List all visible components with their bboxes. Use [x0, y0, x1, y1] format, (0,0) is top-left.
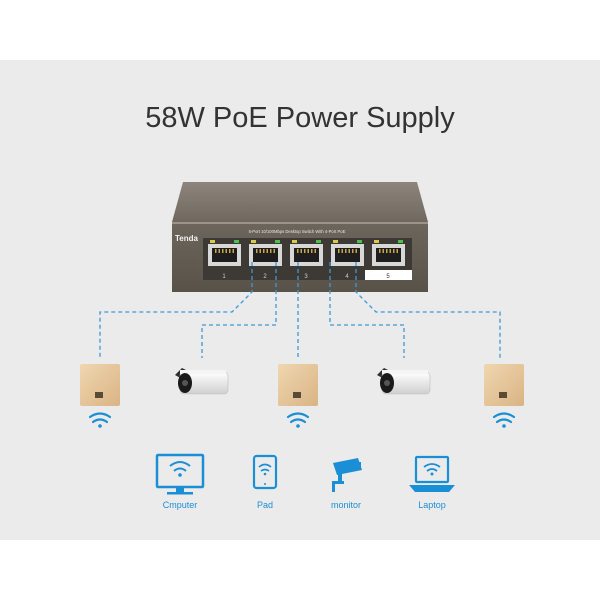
device-label-laptop: Laptop — [418, 500, 446, 510]
access-point-left — [80, 364, 120, 406]
cctv-camera-icon — [332, 458, 362, 492]
rj45-port — [290, 240, 323, 266]
device-label-monitor: monitor — [330, 500, 361, 510]
rj45-port — [208, 240, 241, 266]
connection-line — [99, 262, 253, 358]
access-point-center — [278, 364, 318, 406]
switch-top — [172, 182, 428, 222]
poe-connections — [99, 262, 501, 358]
access-point-right — [484, 364, 524, 406]
switch-brand: Tenda — [175, 234, 199, 243]
monitor-wifi-icon — [155, 453, 205, 495]
port-number: 1 — [222, 274, 226, 280]
port-number: 5 — [386, 274, 390, 280]
ip-camera-left — [175, 368, 229, 395]
port-number: 4 — [345, 274, 349, 280]
background-panel — [0, 60, 600, 540]
laptop-wifi-icon — [409, 455, 455, 492]
device-label-computer: Cmputer — [162, 500, 198, 510]
device-label-pad: Pad — [256, 500, 273, 510]
port-5-label-strip — [365, 270, 412, 280]
wifi-icon — [286, 412, 310, 428]
page-title: 58W PoE Power Supply — [145, 102, 455, 134]
rj45-port — [331, 240, 364, 266]
connection-line — [329, 262, 405, 358]
switch-ports — [208, 240, 405, 266]
ip-camera-right — [377, 368, 431, 395]
wifi-icon — [492, 412, 516, 428]
port-number: 2 — [263, 274, 267, 280]
switch-port-numbers: 1 2 3 4 5 — [222, 274, 390, 280]
rj45-port — [249, 240, 282, 266]
wifi-icon — [88, 412, 112, 428]
rj45-port — [372, 240, 405, 266]
tablet-wifi-icon — [252, 454, 278, 490]
switch-model-text: 5-Port 10/100Mbps Desktop Switch With 4-… — [249, 229, 346, 234]
connection-line — [355, 262, 501, 358]
connection-line — [201, 262, 277, 358]
port-number: 3 — [304, 274, 308, 280]
